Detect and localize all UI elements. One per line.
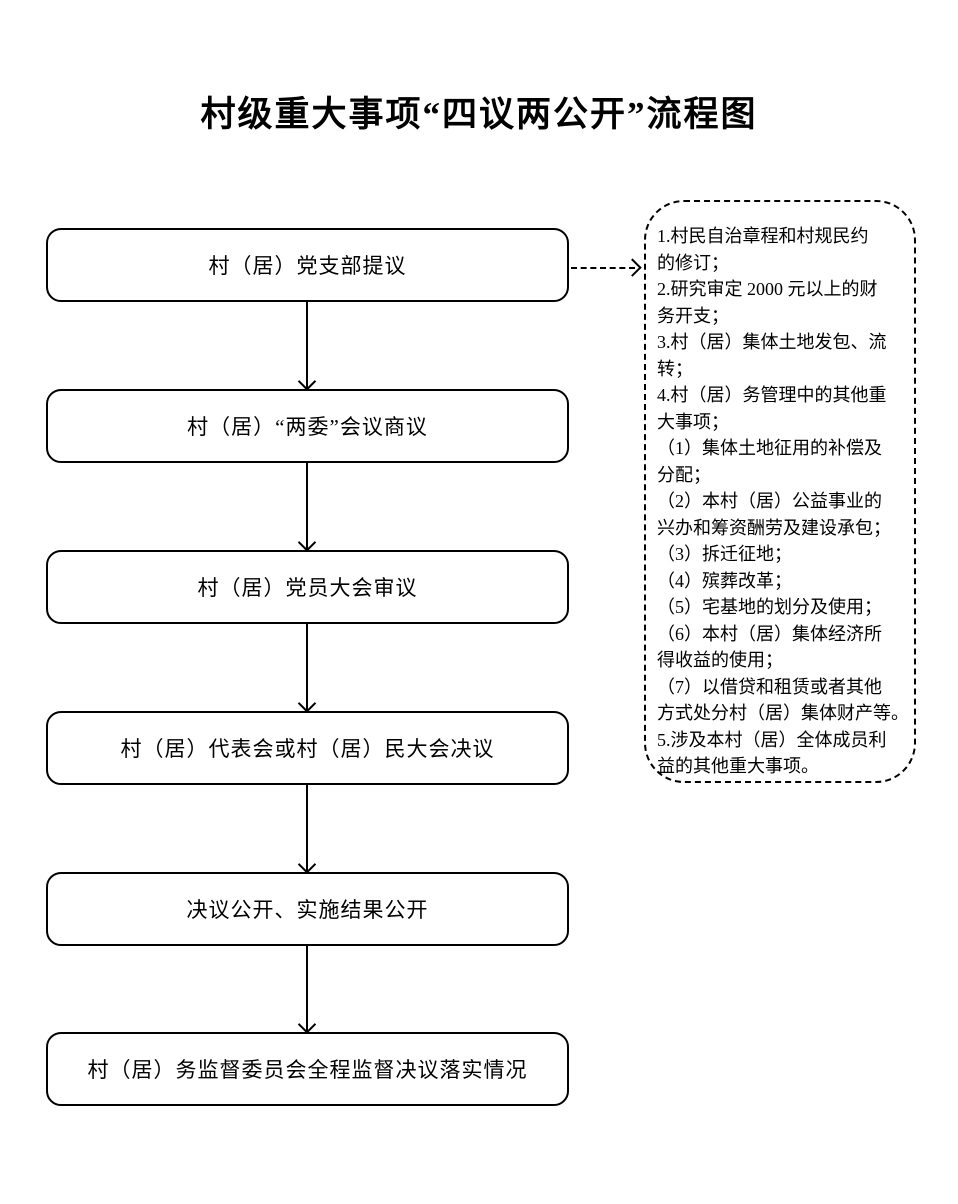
flow-step-label: 村（居）代表会或村（居）民大会决议: [120, 737, 495, 761]
panel-line: （7）以借贷和租赁或者其他: [657, 676, 882, 697]
dashed-arrow-right-icon: [571, 258, 642, 277]
flow-step-label: 村（居）党支部提议: [208, 254, 407, 278]
panel-line: 得收益的使用；: [657, 650, 783, 670]
panel-line: 务开支；: [657, 305, 729, 326]
flow-step-label: 村（居）务监督委员会全程监督决议落实情况: [87, 1058, 528, 1082]
panel-line: （3）拆迁征地；: [657, 544, 792, 564]
flow-step-label: 村（居）党员大会审议: [197, 576, 418, 600]
arrow-head: [623, 258, 642, 277]
arrow-head: [297, 855, 317, 874]
panel-line: 兴办和筹资酬劳及建设承包；: [657, 517, 891, 538]
panel-line: 1.村民自治章程和村规民约: [657, 226, 869, 246]
arrow-shaft: [306, 624, 308, 711]
arrow-head: [297, 1015, 317, 1034]
page-title: 村级重大事项“四议两公开”流程图: [200, 95, 758, 134]
arrow-head: [297, 694, 317, 713]
panel-line: 分配；: [657, 464, 711, 485]
flow-step-resolution: 村（居）代表会或村（居）民大会决议: [46, 711, 569, 785]
arrow-head: [297, 533, 317, 552]
arrow-shaft: [306, 785, 308, 872]
flow-step-label: 村（居）“两委”会议商议: [187, 415, 428, 439]
arrow-down-icon: [297, 624, 317, 713]
arrow-down-icon: [297, 463, 317, 552]
panel-line: 大事项；: [657, 411, 729, 432]
panel-line: 3.村（居）集体土地发包、流: [657, 332, 887, 352]
flow-step-label: 决议公开、实施结果公开: [186, 898, 429, 922]
panel-line: 2.研究审定 2000 元以上的财: [657, 279, 878, 299]
arrow-down-icon: [297, 302, 317, 391]
flow-step-committee-discussion: 村（居）“两委”会议商议: [46, 389, 569, 463]
arrow-shaft: [571, 267, 635, 269]
panel-line: （5）宅基地的划分及使用；: [657, 597, 882, 617]
panel-line: 方式处分村（居）集体财产等。: [657, 703, 909, 723]
panel-line: 4.村（居）务管理中的其他重: [657, 385, 887, 405]
arrow-shaft: [306, 302, 308, 389]
panel-line: （2）本村（居）公益事业的: [657, 491, 882, 511]
arrow-down-icon: [297, 946, 317, 1034]
panel-line: 转；: [657, 358, 693, 379]
arrow-head: [297, 372, 317, 391]
panel-line: 5.涉及本村（居）全体成员利: [657, 729, 887, 750]
panel-line: 的修订；: [657, 252, 729, 273]
flow-step-disclosure: 决议公开、实施结果公开: [46, 872, 569, 946]
major-items-panel: 1.村民自治章程和村规民约 的修订； 2.研究审定 2000 元以上的财 务开支…: [644, 200, 916, 783]
flow-step-proposal: 村（居）党支部提议: [46, 228, 569, 302]
arrow-shaft: [306, 463, 308, 550]
arrow-down-icon: [297, 785, 317, 874]
flow-step-supervision: 村（居）务监督委员会全程监督决议落实情况: [46, 1032, 569, 1106]
panel-line: （6）本村（居）集体经济所: [657, 623, 882, 644]
panel-line: （4）殡葬改革；: [657, 570, 792, 591]
panel-line: （1）集体土地征用的补偿及: [657, 438, 882, 458]
arrow-shaft: [306, 946, 308, 1032]
panel-line: 益的其他重大事项。: [657, 756, 819, 776]
flow-step-party-review: 村（居）党员大会审议: [46, 550, 569, 624]
